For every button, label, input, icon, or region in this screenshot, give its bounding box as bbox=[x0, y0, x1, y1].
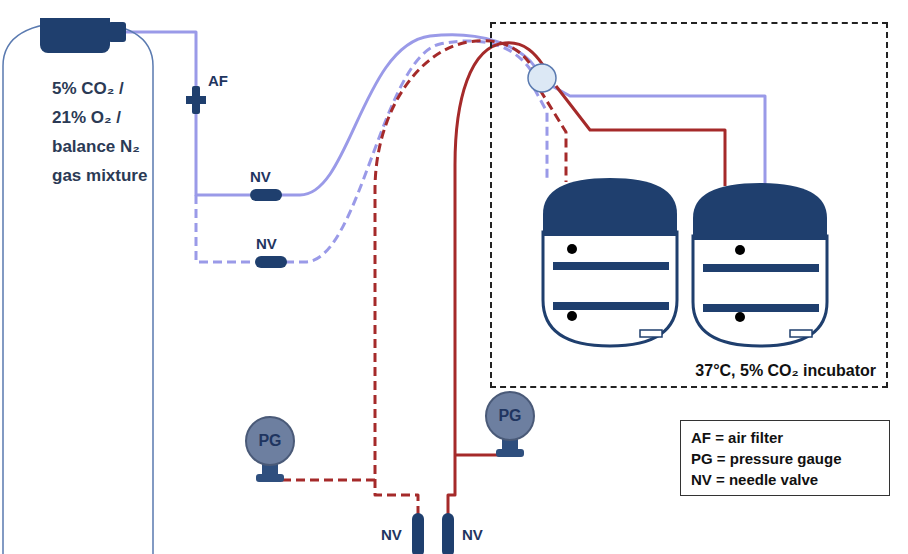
node-text: 37°C, 5% CO₂ incubator bbox=[695, 362, 876, 380]
cylinder-outline bbox=[2, 18, 154, 554]
node-text: PG bbox=[498, 407, 521, 425]
filter-label: AF bbox=[208, 72, 228, 89]
node-text: PG bbox=[258, 432, 281, 450]
valve-label: NV bbox=[256, 235, 277, 252]
pressure-gauge: PG bbox=[245, 416, 295, 466]
node-text: 5% CO₂ / 21% O₂ / balance N₂ gas mixture bbox=[52, 74, 152, 190]
valve-label: NV bbox=[462, 526, 483, 543]
node-text: AF = air filter bbox=[691, 427, 879, 448]
incubator-region: 37°C, 5% CO₂ incubator bbox=[490, 22, 888, 388]
valve-label: NV bbox=[381, 526, 402, 543]
node-text: NV = needle valve bbox=[691, 469, 879, 490]
valve-label: NV bbox=[250, 168, 271, 185]
gas-cylinder: 5% CO₂ / 21% O₂ / balance N₂ gas mixture bbox=[2, 18, 154, 554]
node-text: PG = pressure gauge bbox=[691, 448, 879, 469]
pressure-gauge: PG bbox=[485, 391, 535, 441]
abbreviation-box: AF = air filterPG = pressure gaugeNV = n… bbox=[680, 420, 890, 496]
